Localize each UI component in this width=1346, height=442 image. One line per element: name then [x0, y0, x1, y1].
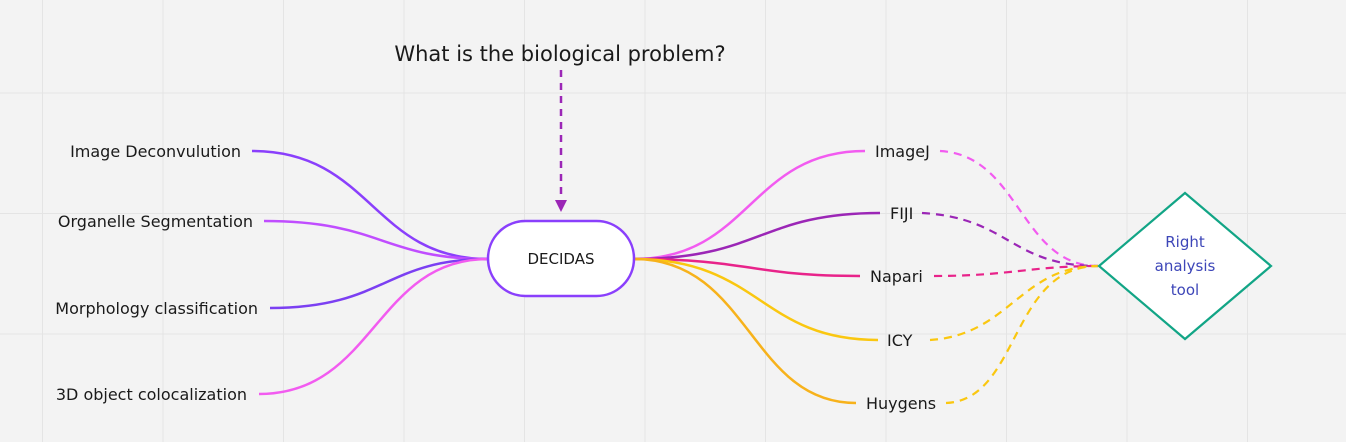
problem-label-image-deconvulution: Image Deconvulution [70, 142, 241, 161]
result-diamond [1097, 191, 1273, 341]
dashed-connector-napari [933, 264, 1099, 278]
dashed-connector-huygens [945, 264, 1099, 405]
result-label-line-3: tool [1171, 281, 1199, 299]
problem-labels: Image Deconvulution Organelle Segmentati… [55, 142, 258, 404]
connector-huygens [633, 257, 857, 405]
problem-label-morphology-classification: Morphology classification [55, 299, 258, 318]
result-node[interactable]: Right analysis tool [1097, 191, 1273, 341]
tool-labels: ImageJ FIJI Napari ICY Huygens [866, 142, 936, 413]
connector-image-deconvulution [251, 149, 489, 261]
connector-icy [633, 257, 879, 342]
dashed-connector-imagej [939, 149, 1099, 268]
problem-label-organelle-segmentation: Organelle Segmentation [58, 212, 253, 231]
tool-label-fiji: FIJI [890, 204, 913, 223]
problem-connectors [251, 149, 489, 396]
connector-imagej [633, 149, 866, 261]
center-node-label: DECIDAS [528, 250, 595, 268]
result-connectors [921, 149, 1099, 405]
tool-label-napari: Napari [870, 267, 923, 286]
result-label-line-2: analysis [1155, 257, 1216, 275]
tool-label-huygens: Huygens [866, 394, 936, 413]
dashed-connector-fiji [921, 211, 1099, 268]
problem-label-3d-object-colocalization: 3D object colocalization [56, 385, 247, 404]
question-text: What is the biological problem? [394, 42, 725, 66]
tool-label-icy: ICY [887, 331, 913, 350]
dashed-connector-icy [929, 264, 1099, 342]
connector-morphology-classification [269, 257, 489, 310]
tool-connectors [633, 149, 881, 405]
connector-napari [633, 257, 861, 278]
tool-label-imagej: ImageJ [875, 142, 930, 161]
center-node[interactable]: DECIDAS [486, 219, 636, 298]
center-node-border [486, 219, 636, 298]
connector-3d-object-colocalization [258, 257, 489, 396]
result-label-line-1: Right [1165, 233, 1205, 251]
connector-fiji [633, 211, 881, 261]
connector-organelle-segmentation [263, 219, 489, 261]
